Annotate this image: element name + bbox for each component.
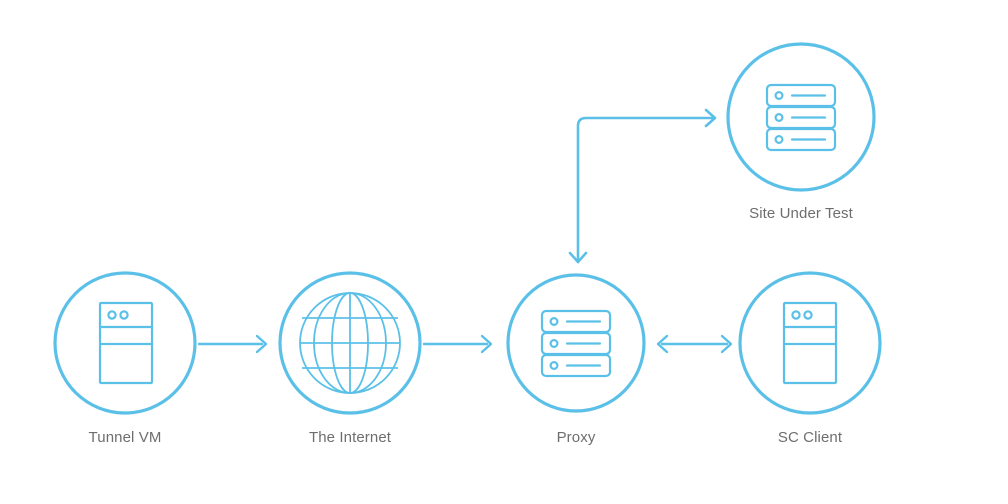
node-the-internet[interactable] — [278, 271, 422, 415]
arrowhead-left-icon — [656, 334, 669, 354]
arrowhead-right-icon — [255, 334, 268, 354]
node-label-proxy: Proxy — [556, 429, 596, 446]
node-sc-client[interactable] — [738, 271, 882, 415]
arrowhead-down-icon — [568, 251, 588, 264]
connector-internet-to-proxy — [422, 334, 493, 354]
node-label-tunnel-vm: Tunnel VM — [88, 429, 162, 446]
server-stack-icon — [540, 309, 612, 378]
tower-computer-icon — [782, 301, 838, 385]
server-stack-icon — [765, 83, 837, 152]
node-label-sc-client: SC Client — [777, 429, 843, 446]
arrowhead-right-icon — [704, 108, 717, 128]
connector-tunnel-vm-to-internet — [197, 334, 268, 354]
node-proxy[interactable] — [506, 273, 646, 413]
tower-computer-icon — [98, 301, 154, 385]
connector-proxy-to-sc-client — [656, 334, 733, 354]
node-label-site-under-test: Site Under Test — [749, 205, 853, 222]
arrowhead-right-icon — [720, 334, 733, 354]
node-label-the-internet: The Internet — [308, 429, 392, 446]
node-tunnel-vm[interactable] — [53, 271, 197, 415]
node-site-under-test[interactable] — [726, 42, 876, 192]
globe-icon — [299, 292, 401, 394]
elbow-connector-path — [576, 116, 716, 264]
connector-proxy-to-site-under-test — [568, 108, 717, 264]
arrowhead-right-icon — [480, 334, 493, 354]
